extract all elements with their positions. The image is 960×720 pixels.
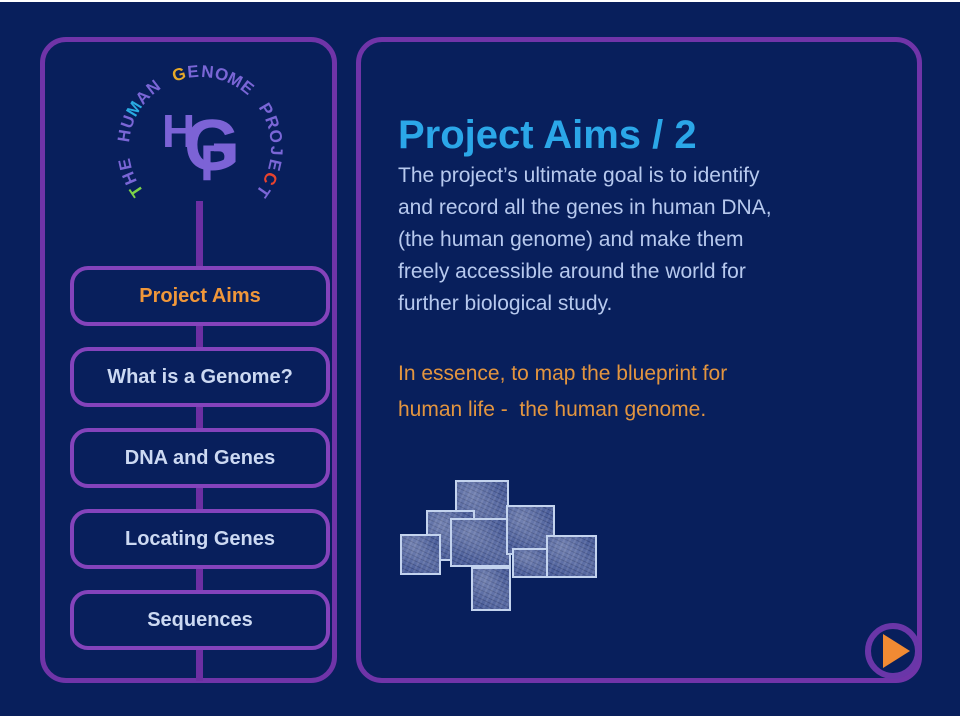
emphasis-line: In essence, to map the blueprint for (398, 362, 728, 385)
body-text: The project’s ultimate goal is to identi… (398, 160, 858, 320)
logo-connector-line (196, 201, 203, 267)
nav-connector-line (196, 650, 203, 681)
ring-letter: J (266, 145, 287, 156)
ring-letter (114, 147, 134, 152)
collage-patch (471, 567, 511, 611)
next-button[interactable] (865, 623, 921, 679)
nav-connector-line (196, 488, 203, 509)
ring-letter: H (114, 128, 135, 144)
content-panel (356, 37, 922, 683)
emphasis-text: In essence, to map the blueprint for huma… (398, 356, 858, 428)
body-line: and record all the genes in human DNA, (398, 196, 772, 219)
monogram-letter-p: P (200, 135, 234, 191)
sidebar-item-locating-genes[interactable]: Locating Genes (70, 509, 330, 569)
body-line: (the human genome) and make them (398, 228, 744, 251)
body-line: freely accessible around the world for (398, 260, 746, 283)
emphasis-line: human life - the human genome. (398, 398, 707, 421)
page-title: Project Aims / 2 (398, 112, 697, 157)
collage-patch (546, 535, 597, 578)
body-line: The project’s ultimate goal is to identi… (398, 164, 760, 187)
collage-patch (506, 505, 555, 555)
monogram-letter-g: G (184, 106, 241, 186)
ring-letter: G (169, 63, 188, 86)
sidebar-item-what-is-a-genome[interactable]: What is a Genome? (70, 347, 330, 407)
sidebar-panel (40, 37, 337, 683)
dna-collage-image (400, 476, 605, 616)
nav-connector-line (196, 407, 203, 428)
sidebar-item-sequences[interactable]: Sequences (70, 590, 330, 650)
collage-patch (450, 518, 511, 567)
sidebar-item-project-aims[interactable]: Project Aims (70, 266, 330, 326)
nav-connector-line (196, 326, 203, 347)
collage-patch (400, 534, 441, 575)
ring-letter: O (265, 128, 286, 145)
nav-connector-line (196, 569, 203, 590)
monogram-letter-h: H (162, 105, 196, 157)
sidebar-item-dna-and-genes[interactable]: DNA and Genes (70, 428, 330, 488)
ring-letter: E (186, 61, 200, 82)
play-icon (882, 634, 910, 668)
body-line: further biological study. (398, 292, 613, 315)
